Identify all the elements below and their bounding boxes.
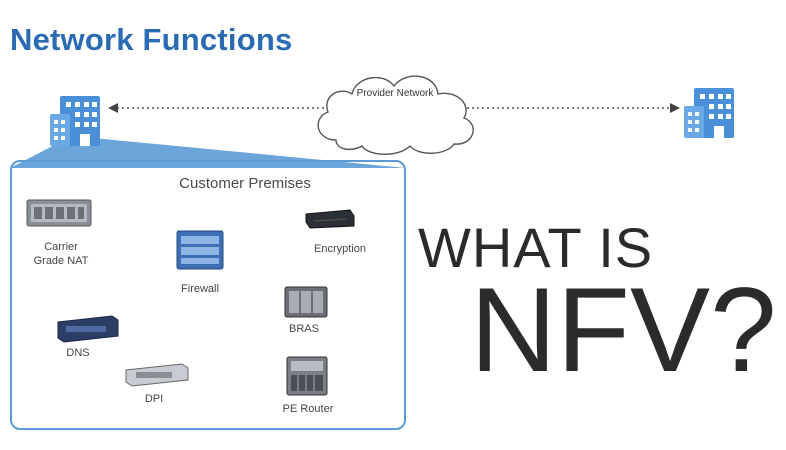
firewall-appliance-icon xyxy=(176,230,224,270)
pe-router-icon xyxy=(286,356,328,396)
link-arrow-right xyxy=(670,103,680,113)
cloud-label: Provider Network xyxy=(356,88,434,99)
device-label-dns: DNS xyxy=(66,347,90,359)
cloud-icon xyxy=(317,75,474,155)
customer-premises-box xyxy=(10,160,406,430)
headline-what-is: WHAT IS xyxy=(418,216,654,279)
device-label-dpi: DPI xyxy=(144,393,164,405)
dns-server-icon xyxy=(57,315,119,343)
device-label-bras: BRAS xyxy=(289,323,319,335)
bras-chassis-icon xyxy=(284,286,328,318)
carrier-nat-server-icon xyxy=(26,199,92,227)
premises-title: Customer Premises xyxy=(179,175,311,192)
device-label-pe-router: PE Router xyxy=(282,403,334,415)
dpi-appliance-icon xyxy=(125,363,189,387)
encryption-appliance-icon xyxy=(305,209,355,229)
diagram-title: Network Functions xyxy=(10,22,293,57)
device-label-encryption: Encryption xyxy=(314,243,366,255)
device-label-carrier-nat: Carrier Grade NAT xyxy=(26,240,96,268)
device-label-firewall: Firewall xyxy=(181,283,219,295)
building-icon xyxy=(50,96,100,146)
device-label-line: Carrier xyxy=(44,241,78,253)
link-arrow-left xyxy=(108,103,118,113)
headline-nfv: NFV? xyxy=(470,263,777,397)
device-label-line: Grade NAT xyxy=(33,255,89,267)
building-icon xyxy=(684,88,734,138)
